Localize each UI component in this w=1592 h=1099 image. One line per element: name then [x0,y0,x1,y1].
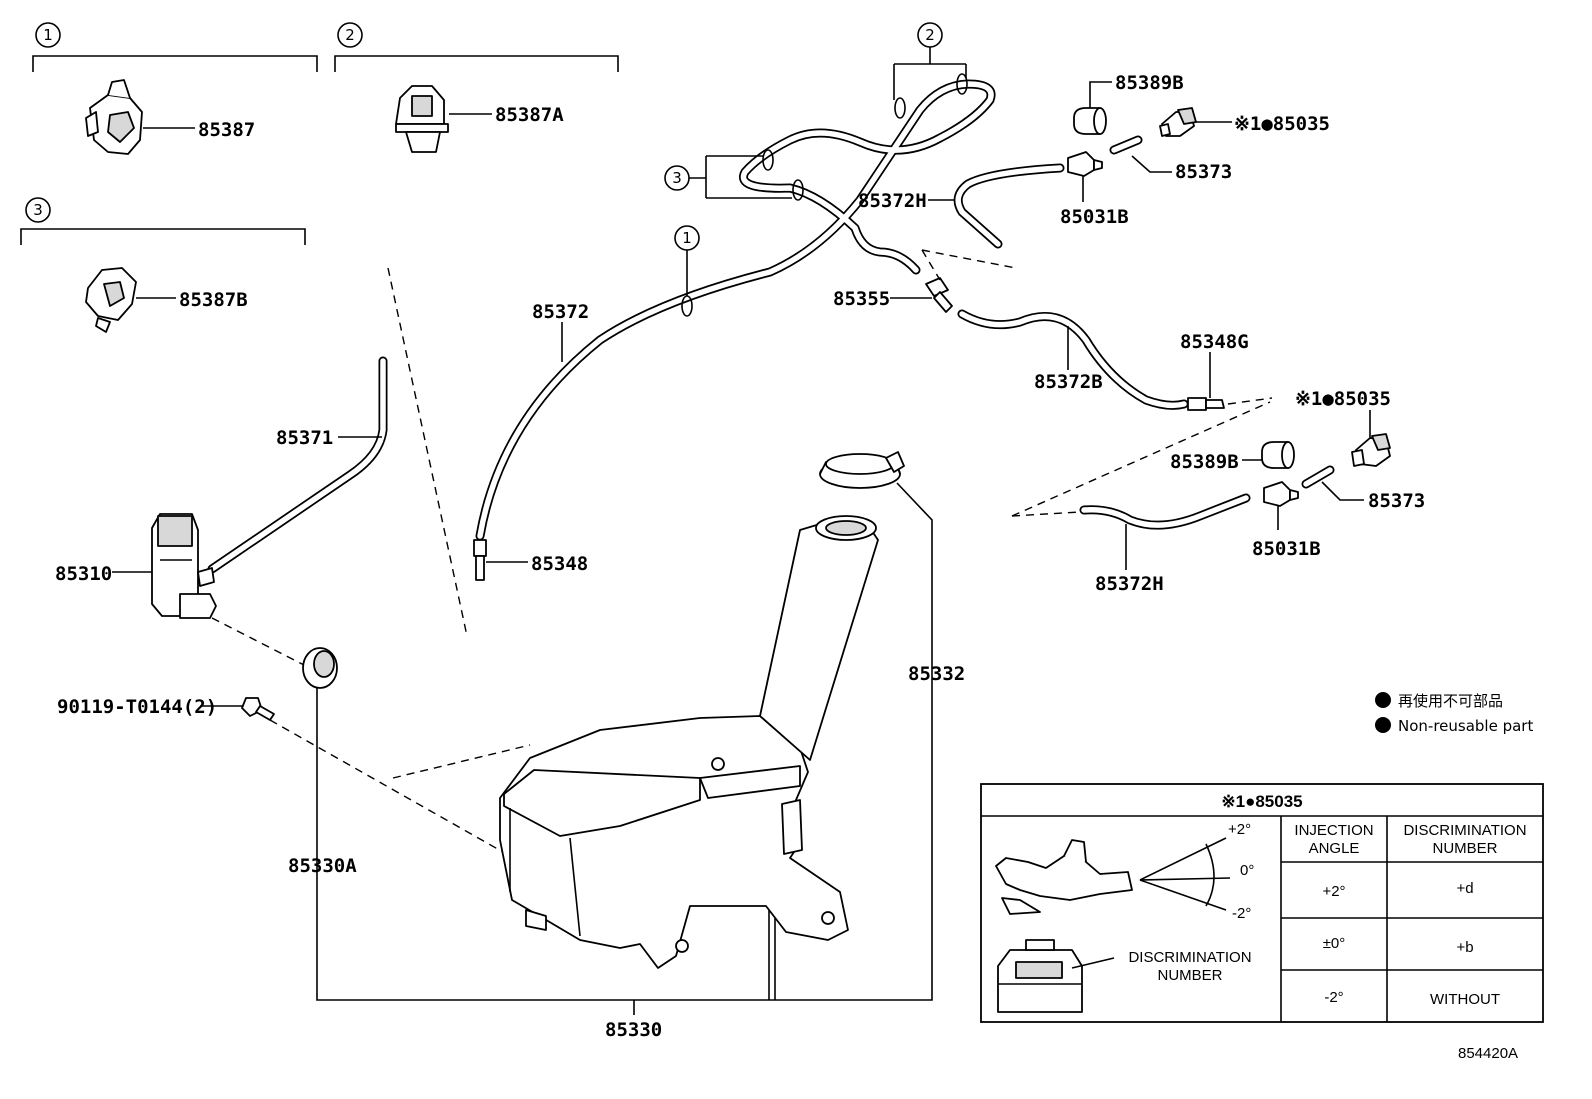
table-row1-angle: +2° [1322,883,1345,900]
joint-85348G [1187,397,1225,411]
table-col-angle: ANGLE [1309,840,1360,857]
check-valve-85031B-mid [1263,481,1299,507]
label-85372H-top: 85372H [858,190,927,212]
group-bracket-1: 1 [32,22,318,72]
svg-text:1: 1 [682,229,692,247]
table-col-discrimination: DISCRIMINATION [1403,822,1526,839]
hose-85372B [957,309,1189,410]
label-85330A: 85330A [288,855,357,877]
table-title: ※1●85035 [1221,792,1302,811]
washer-tank-85330 [499,515,879,969]
clip-85387 [85,79,143,155]
legend-en: Non-reusable part [1398,717,1533,735]
diagram-id: 854420A [1458,1045,1518,1062]
label-85330: 85330 [605,1019,662,1041]
clip-85387B [85,267,137,333]
label-85373-mid: 85373 [1368,490,1425,512]
label-85372B: 85372B [1034,371,1103,393]
bolt-90119 [241,697,275,721]
table-col-number: NUMBER [1432,840,1497,857]
table-row1-number: +d [1456,880,1473,897]
legend: 再使用不可部品 Non-reusable part [1375,692,1533,735]
label-85035-mid: ※1●85035 [1295,388,1391,410]
washer-pump-85310 [151,513,217,619]
callout-2: 2 [893,22,967,100]
label-85348: 85348 [531,553,588,575]
table-row2-number: +b [1456,939,1473,956]
callout-1: 1 [674,225,700,296]
cap-85389B-top [1073,107,1107,135]
label-85372H-bottom: 85372H [1095,573,1164,595]
tank-cap-85332 [819,451,905,489]
callout-3: 3 [664,155,792,199]
cap-85389B-mid [1261,441,1295,469]
table-col-injection: INJECTION [1294,822,1373,839]
discrimination-number-label-2: NUMBER [1157,967,1222,984]
group-bracket-3: 3 [20,197,306,245]
grommet-85330A [302,647,338,689]
group-number-1: 1 [43,26,53,44]
hose-85372H-top [953,163,1065,249]
group-number-3: 3 [33,201,43,219]
label-85387: 85387 [198,119,255,141]
angle-zero-label: 0° [1240,862,1254,879]
label-85387A: 85387A [495,104,564,126]
joint-85348 [473,539,487,581]
table-row2-angle: ±0° [1323,935,1346,952]
non-reusable-dot-icon [1375,717,1391,733]
clip-85387A [395,85,449,153]
label-85310: 85310 [55,563,112,585]
label-85035-top: ※1●85035 [1234,113,1330,135]
label-85387B: 85387B [179,289,248,311]
label-85348G: 85348G [1180,331,1249,353]
nozzle-table: ※1●85035 INJECTION ANGLE DISCRIMINATION … [980,783,1544,1023]
nozzle-angle-illustration: +2° 0° -2° [995,821,1254,922]
label-85372: 85372 [532,301,589,323]
connector-illustration: DISCRIMINATION NUMBER [997,939,1252,1013]
legend-jp: 再使用不可部品 [1398,692,1503,710]
group-bracket-2: 2 [334,22,619,72]
hose-85373-top [1109,135,1143,155]
nozzle-85035-mid [1351,433,1391,467]
label-90119: 90119-T0144(2) [57,696,217,718]
group-number-2: 2 [345,26,355,44]
check-valve-85031B-top [1067,151,1103,177]
label-85389B-top: 85389B [1115,72,1184,94]
table-row3-angle: -2° [1324,989,1343,1006]
label-85332: 85332 [908,663,965,685]
label-85371: 85371 [276,427,333,449]
angle-minus-label: -2° [1232,905,1251,922]
table-row3-number: WITHOUT [1430,991,1500,1008]
non-reusable-dot-icon [1375,692,1391,708]
hose-85373-mid [1301,465,1335,489]
svg-text:2: 2 [925,26,935,44]
label-85373-top: 85373 [1175,161,1232,183]
hose-85372H-bottom [1079,493,1251,530]
angle-plus-label: +2° [1228,821,1251,838]
joint-85355 [925,277,953,313]
label-85031B-top: 85031B [1060,206,1129,228]
hose-85371 [207,356,388,574]
label-85031B-mid: 85031B [1252,538,1321,560]
svg-text:3: 3 [672,169,682,187]
label-85355: 85355 [833,288,890,310]
discrimination-number-label-1: DISCRIMINATION [1128,949,1251,966]
nozzle-85035-top [1159,107,1197,137]
label-85389B-mid: 85389B [1170,451,1239,473]
hose-85372 [475,79,996,541]
